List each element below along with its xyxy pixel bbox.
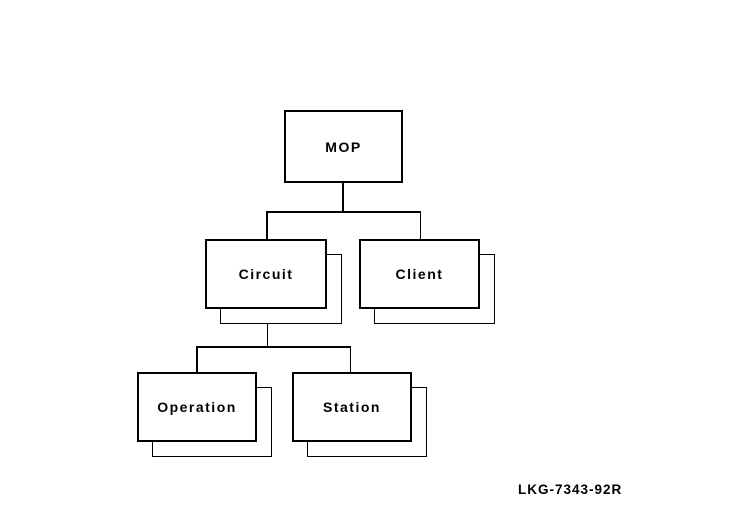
node-station-label: Station bbox=[323, 399, 381, 415]
node-station: Station bbox=[292, 372, 412, 442]
edge-mop-stem bbox=[342, 183, 344, 212]
edge-operation-drop bbox=[196, 346, 198, 373]
node-mop-label: MOP bbox=[325, 138, 362, 155]
node-circuit: Circuit bbox=[205, 239, 327, 309]
node-mop: MOP bbox=[284, 110, 403, 183]
node-client: Client bbox=[359, 239, 480, 309]
figure-code-label: LKG-7343-92R bbox=[518, 482, 623, 497]
edge-circuit-rail bbox=[196, 346, 351, 348]
edge-client-drop bbox=[419, 211, 421, 240]
node-client-label: Client bbox=[395, 266, 444, 282]
edge-mop-rail bbox=[266, 211, 421, 213]
edge-station-drop bbox=[349, 346, 351, 373]
edge-circuit-stem bbox=[266, 322, 268, 347]
edge-circuit-drop bbox=[266, 211, 268, 240]
node-operation-label: Operation bbox=[157, 399, 237, 415]
node-circuit-label: Circuit bbox=[238, 266, 294, 282]
node-operation: Operation bbox=[137, 372, 257, 442]
